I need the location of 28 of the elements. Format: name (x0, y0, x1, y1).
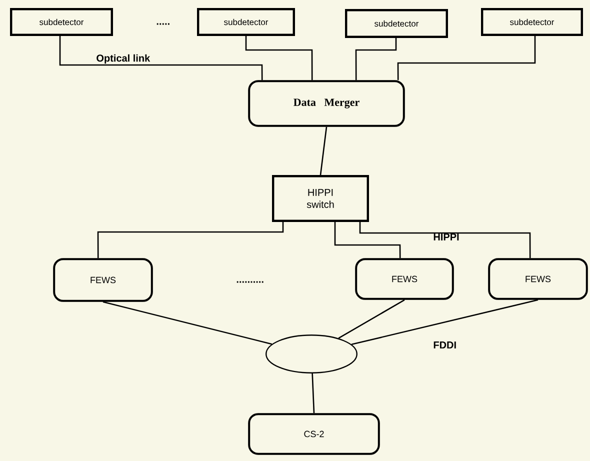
connector-line (355, 38, 397, 80)
rounded-box: FEWS (53, 258, 153, 302)
text-label: Optical link (96, 54, 150, 64)
network-ellipse (266, 334, 358, 374)
text-label: HIPPI (434, 234, 459, 240)
connector-line (59, 36, 263, 80)
text-label: .......... (236, 281, 264, 283)
connector-line (102, 301, 272, 345)
connector-line (397, 36, 536, 80)
rounded-box: CS-2 (248, 413, 380, 455)
detector-box: subdetector (197, 8, 295, 36)
connector-line (97, 222, 284, 258)
detector-box: subdetector (345, 9, 448, 38)
detector-box: HIPPI switch (272, 175, 369, 222)
connector-line (312, 373, 315, 414)
rounded-box: FEWS (355, 258, 454, 300)
detector-box: subdetector (10, 8, 113, 36)
connector-line (338, 299, 405, 339)
detector-box: subdetector (481, 8, 583, 36)
connector-line (334, 222, 401, 258)
text-label: FDDI (434, 342, 456, 348)
connector-line (245, 36, 313, 80)
connector-line (320, 126, 328, 176)
connector-line (351, 299, 538, 346)
rounded-box: Data Merger (248, 80, 405, 127)
rounded-box: FEWS (488, 258, 588, 300)
text-label: ..... (156, 23, 170, 25)
connector-line (359, 222, 531, 258)
